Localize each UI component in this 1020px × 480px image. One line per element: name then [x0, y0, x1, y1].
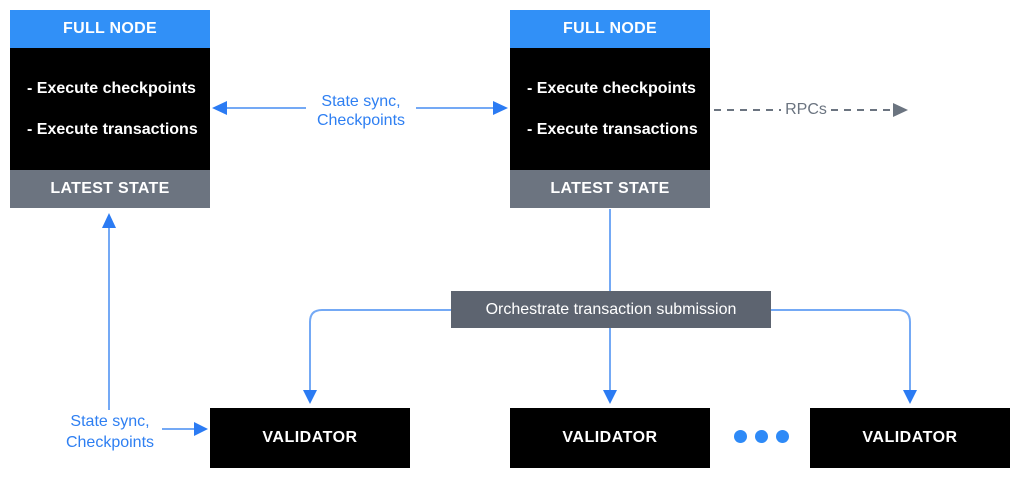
full-node-left-item-transactions: - Execute transactions	[27, 120, 198, 138]
dot-icon	[776, 430, 789, 443]
full-node-left-latest-state: LATEST STATE	[10, 170, 210, 208]
validator-2: VALIDATOR	[510, 408, 710, 468]
state-sync-label-top-line2: Checkpoints	[316, 112, 406, 129]
orchestrator-right-branch-line	[770, 309, 911, 391]
orchestrator-middle-arrowhead-icon	[603, 390, 617, 404]
full-node-left-item-checkpoints: - Execute checkpoints	[27, 79, 196, 97]
validator-1: VALIDATOR	[210, 408, 410, 468]
state-sync-arrowhead-left-icon	[212, 101, 227, 115]
validator-3: VALIDATOR	[810, 408, 1010, 468]
full-node-right-header: FULL NODE	[510, 10, 710, 48]
orchestrator-bar: Orchestrate transaction submission	[451, 291, 771, 328]
full-node-right-latest-state: LATEST STATE	[510, 170, 710, 208]
full-node-left-body: - Execute checkpoints - Execute transact…	[10, 48, 210, 170]
full-node-left-header: FULL NODE	[10, 10, 210, 48]
state-sync-label-bottom-line2: Checkpoints	[65, 434, 155, 451]
state-sync-arrowhead-right-icon	[493, 101, 508, 115]
orchestrator-left-branch-line	[309, 309, 451, 391]
dot-icon	[755, 430, 768, 443]
full-node-right: FULL NODE - Execute checkpoints - Execut…	[510, 10, 710, 208]
rpc-arrowhead-icon	[893, 103, 908, 117]
full-node-left: FULL NODE - Execute checkpoints - Execut…	[10, 10, 210, 208]
state-sync-label-top-line1: State sync,	[321, 93, 401, 110]
dot-icon	[734, 430, 747, 443]
state-sync-label-bottom: State sync, Checkpoints	[50, 411, 170, 453]
orchestrator-left-arrowhead-icon	[303, 390, 317, 404]
full-node-right-body: - Execute checkpoints - Execute transact…	[510, 48, 710, 170]
validator-sync-up-arrowhead-icon	[102, 213, 116, 228]
state-sync-label-top: State sync, Checkpoints	[306, 92, 416, 130]
ellipsis-dots	[734, 430, 789, 443]
state-sync-label-bottom-line1: State sync,	[70, 413, 150, 430]
full-node-right-item-checkpoints: - Execute checkpoints	[527, 79, 696, 97]
rpcs-label: RPCs	[781, 101, 831, 119]
full-node-right-item-transactions: - Execute transactions	[527, 120, 698, 138]
validator-sync-right-arrowhead-icon	[194, 422, 208, 436]
orchestrator-right-arrowhead-icon	[903, 390, 917, 404]
